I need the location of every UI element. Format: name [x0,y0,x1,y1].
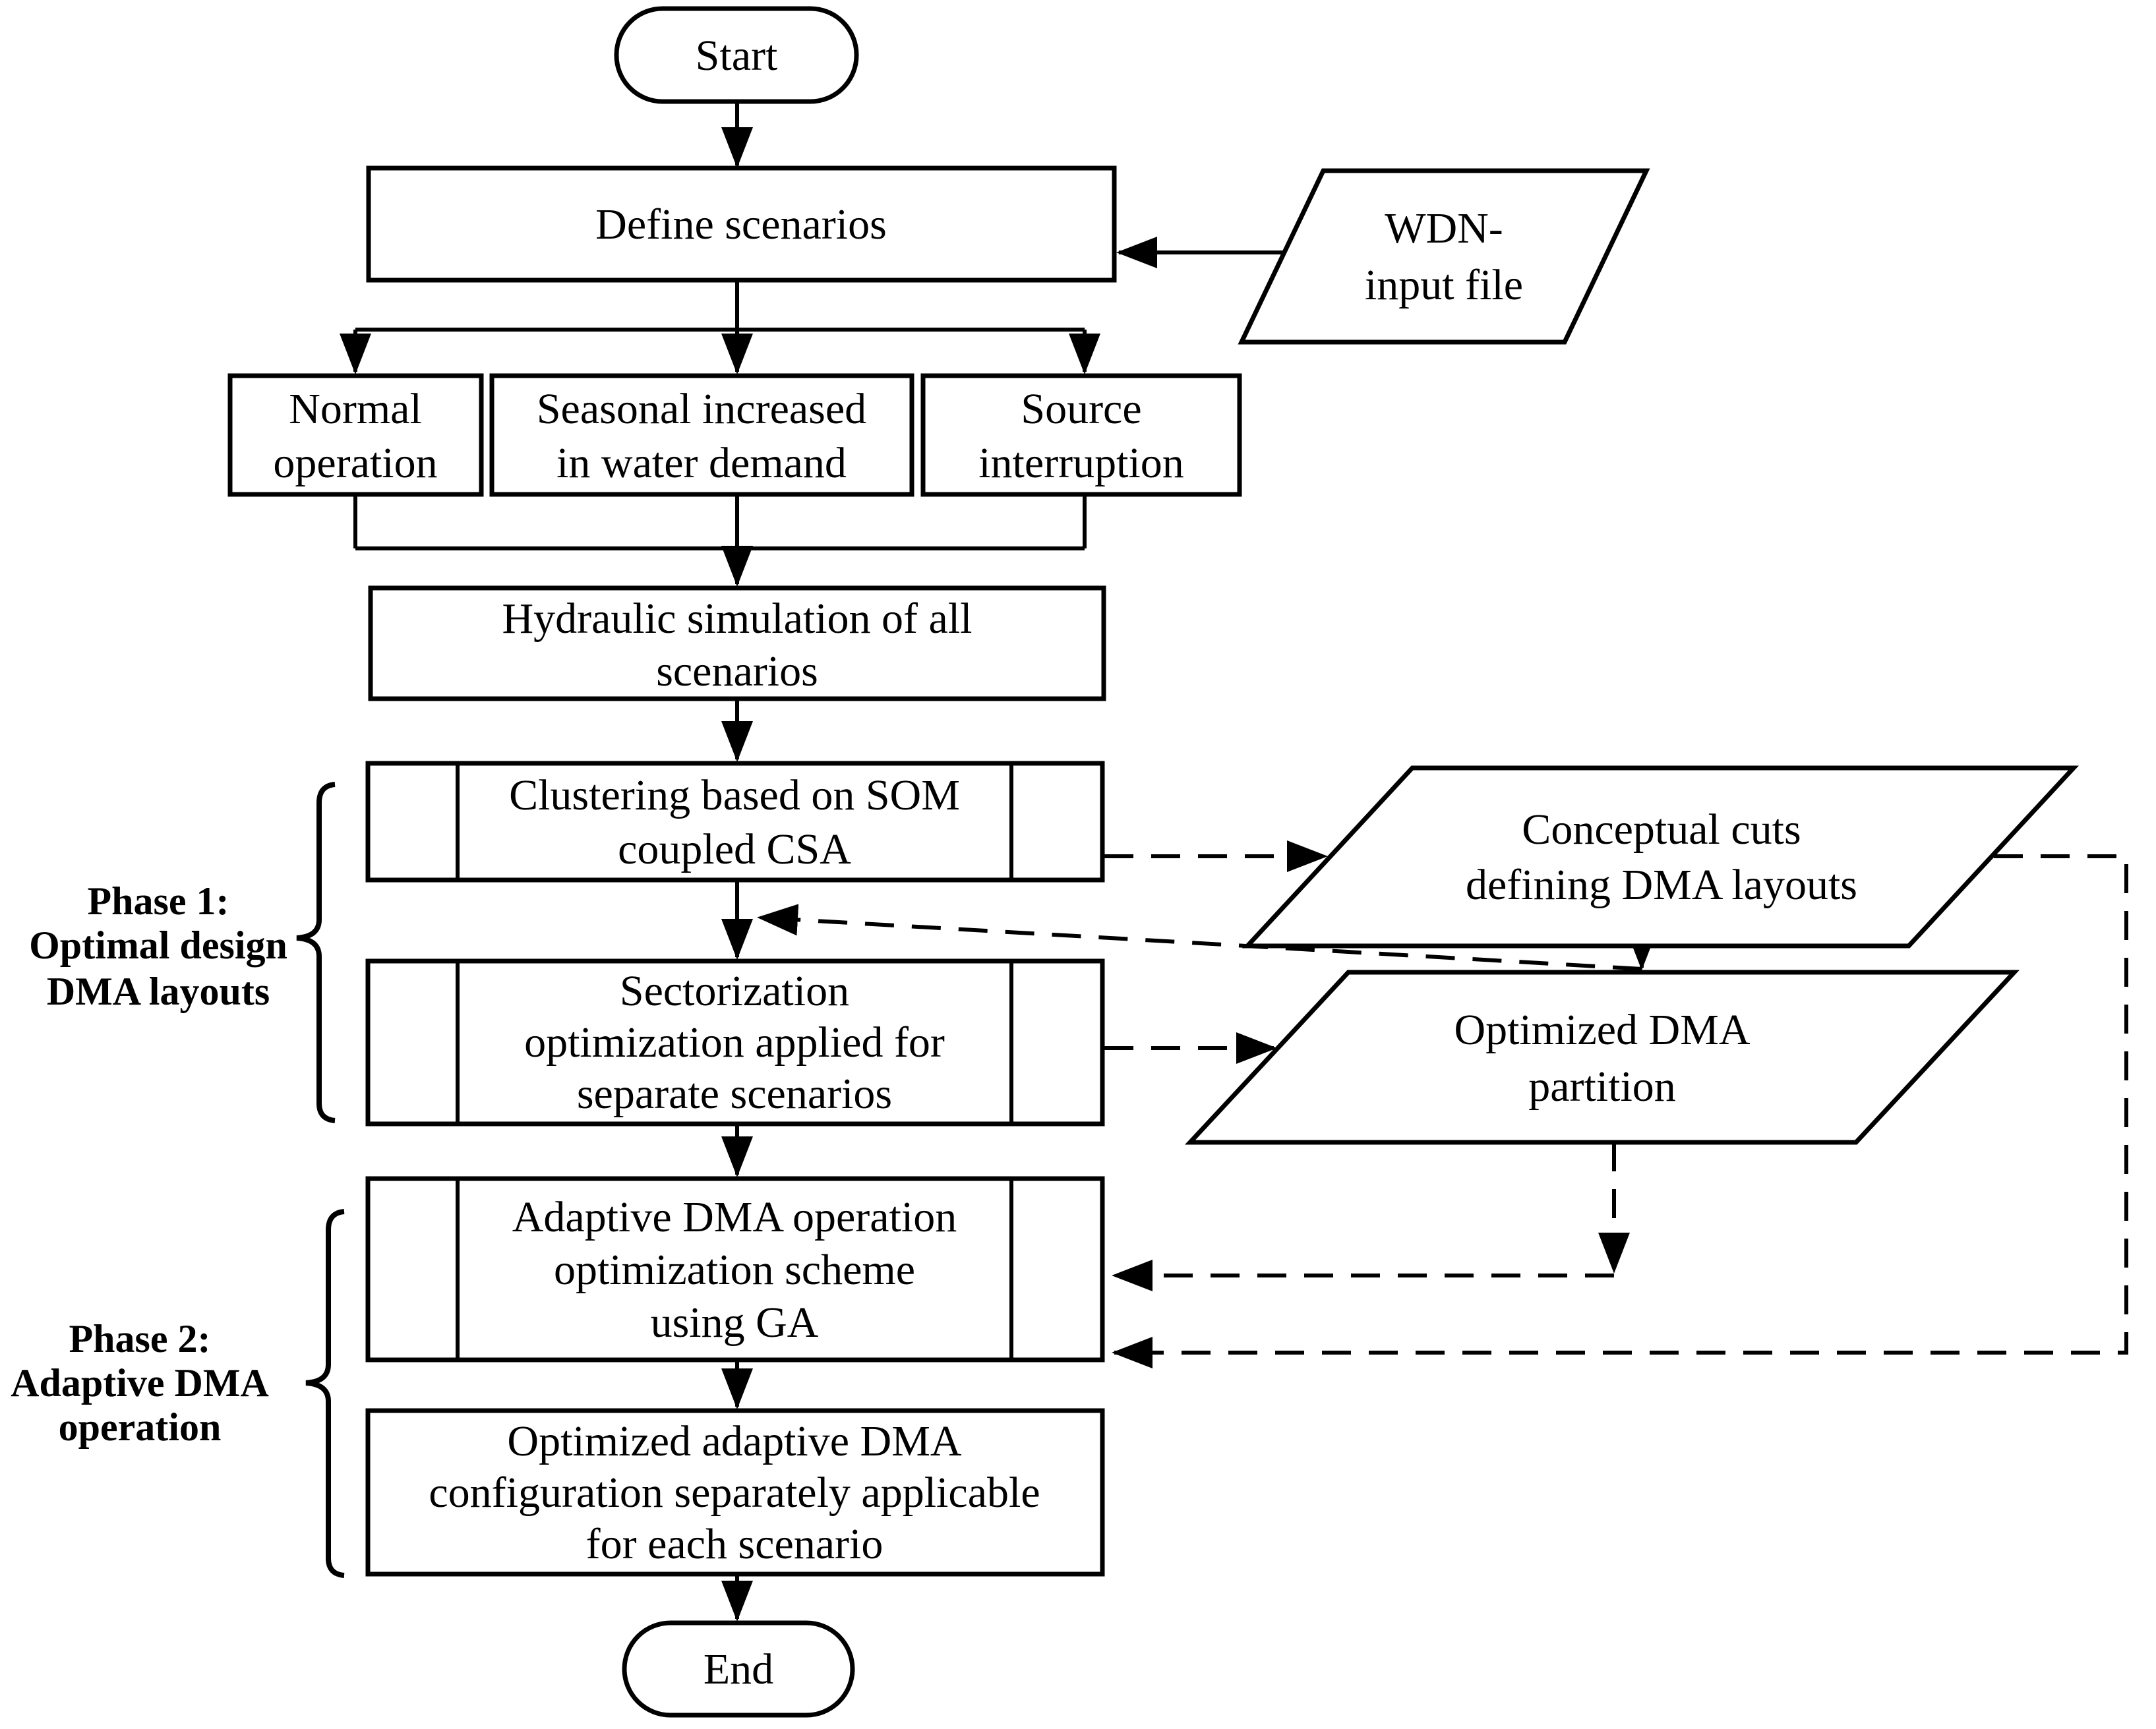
end-label: End [704,1645,773,1693]
conceptual-cuts-line-1: Conceptual cuts [1522,806,1801,854]
clustering-line-2: coupled CSA [618,825,851,873]
node-conceptual-cuts: Conceptual cuts defining DMA layouts [1242,765,2080,949]
hydraulic-line-2: scenarios [656,647,818,695]
optimized-configuration-shape [365,1408,1105,1577]
phase2-label-line-2: Adaptive DMA [11,1361,269,1405]
node-normal-operation: Normal operation [227,373,484,497]
phase2-label-line-1: Phase 2: [69,1317,211,1361]
start-label: Start [696,32,778,80]
adaptive-operation-shape [365,1176,1105,1363]
wdn-line-1: WDN- [1385,204,1503,252]
normal-operation-line-1: Normal [289,385,422,433]
node-sectorization: Sectorization optimization applied for s… [365,958,1105,1127]
wdn-input-file-shape [1238,168,1650,345]
adaptive-line-3: using GA [651,1299,819,1347]
node-optimized-partition: Optimized DMA partition [1184,970,2020,1145]
node-optimized-configuration: Optimized adaptive DMA configuration sep… [365,1408,1105,1577]
optimized-configuration-line-2: configuration separately applicable [429,1469,1040,1517]
clustering-shape [365,761,1105,883]
normal-operation-line-2: operation [273,439,437,487]
node-wdn-input-file: WDN- input file [1238,168,1650,345]
sectorization-shape [365,958,1105,1127]
optimized-partition-line-2: partition [1528,1063,1676,1111]
wdn-line-2: input file [1365,261,1523,309]
end-terminator-shape [622,1620,855,1718]
start-terminator-shape [614,6,859,104]
phase2-label-line-3: operation [59,1405,222,1449]
define-scenarios-label: Define scenarios [595,200,887,249]
conceptual-cuts-shape [1242,765,2080,949]
optimized-configuration-line-3: for each scenario [586,1520,883,1568]
phase1-label-line-2: Optimal design [29,923,287,967]
source-interruption-line-1: Source [1021,385,1141,433]
phase1-label-line-3: DMA layouts [47,970,270,1013]
node-source-interruption: Source interruption [920,373,1242,497]
normal-operation-shape [227,373,484,497]
node-seasonal-demand: Seasonal increased in water demand [489,373,914,497]
hydraulic-simulation-shape [368,585,1106,701]
phase1-label-line-1: Phase 1: [88,879,229,923]
sectorization-line-1: Sectorization [620,967,849,1015]
adaptive-line-2: optimization scheme [554,1246,915,1294]
phase2-annotation: Phase 2: Adaptive DMA operation [11,1209,345,1578]
node-clustering: Clustering based on SOM coupled CSA [365,761,1105,883]
edge-define-branch [355,280,1085,332]
optimized-partition-shape [1184,970,2020,1145]
conceptual-cuts-line-2: defining DMA layouts [1466,861,1857,909]
sectorization-line-3: separate scenarios [577,1070,892,1118]
optimized-partition-line-1: Optimized DMA [1454,1006,1750,1054]
node-end: End [622,1620,855,1718]
node-define-scenarios: Define scenarios [366,165,1117,283]
seasonal-demand-shape [489,373,914,497]
source-interruption-shape [920,373,1242,497]
dashed-connectors [757,840,2128,1368]
node-adaptive-operation: Adaptive DMA operation optimization sche… [365,1176,1105,1363]
sectorization-line-2: optimization applied for [524,1018,945,1067]
seasonal-demand-line-1: Seasonal increased [537,385,866,433]
edge-conceptual-feedback [757,904,1642,971]
seasonal-demand-line-2: in water demand [556,439,847,487]
adaptive-line-1: Adaptive DMA operation [512,1193,957,1241]
phase1-annotation: Phase 1: Optimal design DMA layouts [29,782,336,1123]
solid-connectors [340,102,1284,1622]
phase2-brace [305,1209,345,1578]
clustering-line-1: Clustering based on SOM [509,771,960,819]
node-hydraulic-simulation: Hydraulic simulation of all scenarios [368,585,1106,701]
source-interruption-line-2: interruption [978,439,1184,487]
define-scenarios-shape [366,165,1117,283]
phase1-brace [296,782,336,1123]
edge-scenarios-merge [353,494,1087,550]
node-start: Start [614,6,859,104]
edge-conceptual-adaptive [1112,854,2128,1368]
optimized-configuration-line-1: Optimized adaptive DMA [507,1417,962,1465]
hydraulic-line-1: Hydraulic simulation of all [502,595,972,643]
